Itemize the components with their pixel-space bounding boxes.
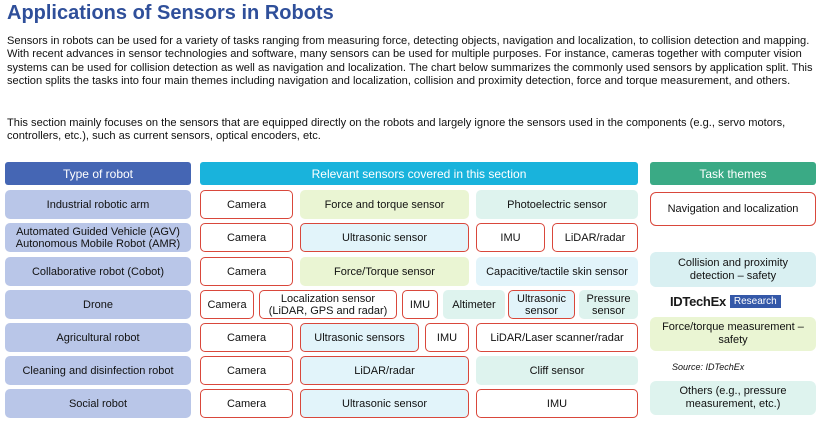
robot-social: Social robot (5, 389, 191, 418)
robot-cleaning: Cleaning and disinfection robot (5, 356, 191, 385)
sensor-ultrasonic: Ultrasonic sensor (508, 290, 575, 319)
sensor-capacitive-skin: Capacitive/tactile skin sensor (476, 257, 638, 286)
sensors-header: Relevant sensors covered in this section (200, 162, 638, 185)
sensor-camera: Camera (200, 290, 254, 319)
sensor-altimeter: Altimeter (443, 290, 505, 319)
source-note: Source: IDTechEx (672, 362, 745, 372)
robot-agv-amr: Automated Guided Vehicle (AGV) Autonomou… (5, 223, 191, 252)
scope-paragraph: This section mainly focuses on the senso… (7, 117, 786, 143)
sensor-imu: IMU (476, 223, 545, 252)
task-collision: Collision and proximity detection – safe… (650, 252, 816, 287)
sensor-camera: Camera (200, 257, 293, 286)
robot-drone: Drone (5, 290, 191, 319)
sensor-photoelectric: Photoelectric sensor (476, 190, 638, 219)
sensor-camera: Camera (200, 190, 293, 219)
sensor-localization: Localization sensor (LiDAR, GPS and rada… (259, 290, 397, 319)
sensor-imu: IMU (402, 290, 438, 319)
sensor-camera: Camera (200, 223, 293, 252)
robot-type-header: Type of robot (5, 162, 191, 185)
sensor-force-torque: Force and torque sensor (300, 190, 469, 219)
task-themes-header: Task themes (650, 162, 816, 185)
sensor-pressure: Pressure sensor (579, 290, 638, 319)
sensor-lidar-radar: LiDAR/radar (552, 223, 638, 252)
sensor-ultrasonic: Ultrasonic sensor (300, 389, 469, 418)
task-force: Force/torque measurement – safety (650, 317, 816, 351)
sensor-lidar-laser-radar: LiDAR/Laser scanner/radar (476, 323, 638, 352)
intro-paragraph: Sensors in robots can be used for a vari… (7, 35, 813, 88)
sensor-camera: Camera (200, 356, 293, 385)
task-navigation: Navigation and localization (650, 192, 816, 226)
sensor-imu: IMU (476, 389, 638, 418)
sensor-imu: IMU (425, 323, 469, 352)
logo-name: IDTechEx (670, 294, 726, 309)
robot-cobot: Collaborative robot (Cobot) (5, 257, 191, 286)
idtechex-logo: IDTechEx Research (670, 294, 781, 309)
logo-badge: Research (729, 295, 781, 308)
robot-agricultural: Agricultural robot (5, 323, 191, 352)
sensor-ultrasonic: Ultrasonic sensors (300, 323, 419, 352)
sensor-camera: Camera (200, 389, 293, 418)
page-title: Applications of Sensors in Robots (7, 2, 334, 24)
sensor-force-torque: Force/Torque sensor (300, 257, 469, 286)
sensor-cliff: Cliff sensor (476, 356, 638, 385)
sensor-camera: Camera (200, 323, 293, 352)
task-others: Others (e.g., pressure measurement, etc.… (650, 381, 816, 415)
robot-industrial-arm: Industrial robotic arm (5, 190, 191, 219)
sensor-ultrasonic: Ultrasonic sensor (300, 223, 469, 252)
sensor-lidar-radar: LiDAR/radar (300, 356, 469, 385)
